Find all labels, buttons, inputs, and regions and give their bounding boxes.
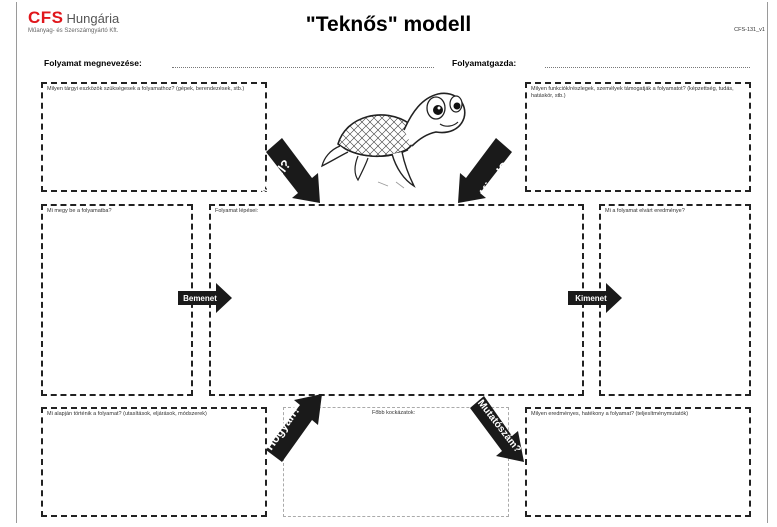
process-name-label: Folyamat megnevezése:	[44, 58, 142, 68]
people-box[interactable]: Milyen funkciók/részlegek, személyek tám…	[525, 82, 751, 192]
process-owner-field[interactable]	[545, 67, 750, 68]
with-what-arrow: Mivel?	[257, 138, 320, 203]
page-border	[16, 2, 768, 523]
page-title: "Teknős" modell	[305, 13, 472, 36]
turtle-icon	[321, 92, 466, 189]
inputs-box[interactable]: Mi megy be a folyamatba?	[41, 204, 193, 396]
who-arrow: Kivel?	[458, 138, 512, 203]
metrics-arrow: Mutatószám?	[470, 396, 524, 462]
outputs-box[interactable]: Mi a folyamat elvárt eredménye?	[599, 204, 751, 396]
output-arrow: Kimenet	[568, 283, 622, 313]
process-owner-label: Folyamatgazda:	[452, 58, 517, 68]
kpis-prompt: Milyen eredményes, hatékony a folyamat? …	[531, 411, 689, 417]
process-name-field[interactable]	[172, 67, 434, 68]
outputs-prompt: Mi a folyamat elvárt eredménye?	[605, 208, 685, 214]
logo-main-text: CFS	[28, 8, 64, 27]
kpis-box[interactable]: Milyen eredményes, hatékony a folyamat? …	[525, 407, 751, 517]
resources-box[interactable]: Milyen tárgyi eszközök szükségesek a fol…	[41, 82, 267, 192]
methods-box[interactable]: Mi alapján történik a folyamat? (utasítá…	[41, 407, 267, 517]
process-steps-box[interactable]: Folyamat lépései:	[209, 204, 584, 396]
output-label: Kimenet	[575, 294, 607, 303]
resources-prompt: Milyen tárgyi eszközök szükségesek a fol…	[47, 86, 245, 92]
logo-subtitle: Műanyag- és Szerszámgyártó Kft.	[28, 28, 119, 34]
input-arrow: Bemenet	[178, 283, 232, 313]
how-arrow: Hogyan?	[262, 394, 322, 462]
inputs-prompt: Mi megy be a folyamatba?	[47, 208, 112, 214]
input-label: Bemenet	[183, 294, 217, 303]
risks-box[interactable]: Főbb kockázatok:	[283, 407, 509, 517]
people-prompt: Milyen funkciók/részlegek, személyek tám…	[531, 86, 734, 99]
logo-country-text: Hungária	[66, 11, 120, 26]
methods-prompt: Mi alapján történik a folyamat? (utasítá…	[47, 411, 207, 417]
risks-prompt: Főbb kockázatok:	[372, 410, 416, 416]
document-id: CFS-131_v1	[734, 27, 765, 33]
process-steps-prompt: Folyamat lépései:	[215, 208, 259, 214]
